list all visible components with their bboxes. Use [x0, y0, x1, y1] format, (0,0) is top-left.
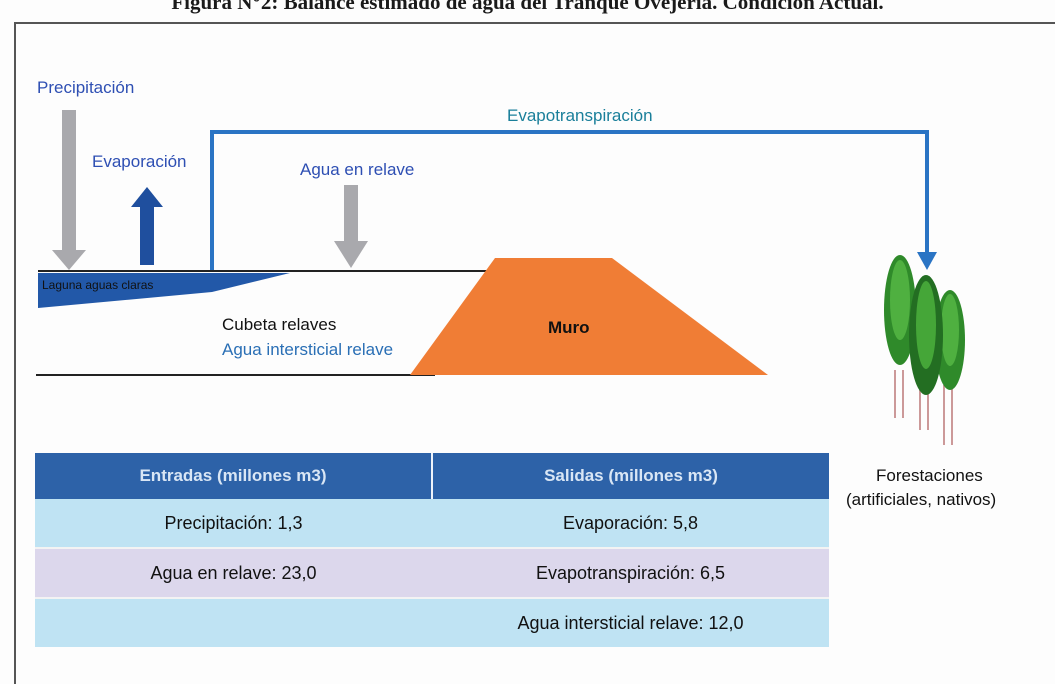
- diagram-graphics: [36, 110, 965, 445]
- figure-frame: [14, 22, 1055, 684]
- balance-table: Entradas (millones m3) Salidas (millones…: [35, 453, 829, 647]
- precipitation-label: Precipitación: [37, 78, 135, 97]
- evapotranspiration-arrow: [210, 130, 937, 270]
- table-row: Agua en relave: 23,0 Evapotranspiración:…: [35, 547, 829, 598]
- cubeta-label: Cubeta relaves: [222, 315, 337, 334]
- table-header-salidas: Salidas (millones m3): [432, 453, 829, 499]
- table-row: Precipitación: 1,3 Evaporación: 5,8: [35, 499, 829, 548]
- forestaciones-sub-label: (artificiales, nativos): [846, 490, 997, 509]
- table-cell: Evapotranspiración: 6,5: [432, 547, 829, 598]
- table-header-entradas: Entradas (millones m3): [35, 453, 433, 499]
- evaporation-arrow: [131, 187, 163, 265]
- figure-caption: Figura N°2: Balance estimado de agua del…: [171, 0, 884, 14]
- table-cell: Agua intersticial relave: 12,0: [432, 597, 829, 647]
- agua-relave-label: Agua en relave: [300, 160, 415, 179]
- muro-shape: [410, 258, 768, 375]
- laguna-label: Laguna aguas claras: [42, 278, 154, 292]
- forestaciones-label: Forestaciones: [876, 466, 983, 485]
- table-row: Agua intersticial relave: 12,0: [35, 597, 829, 647]
- laguna-shape: [38, 273, 290, 308]
- agua-relave-arrow: [334, 185, 368, 268]
- muro-label: Muro: [548, 318, 590, 337]
- forest-icon: [884, 255, 965, 445]
- table-cell: Evaporación: 5,8: [432, 499, 829, 548]
- table-cell: [35, 597, 432, 647]
- table-cell: Precipitación: 1,3: [35, 499, 432, 548]
- table-header-row: Entradas (millones m3) Salidas (millones…: [35, 453, 829, 499]
- table-cell: Agua en relave: 23,0: [35, 547, 432, 598]
- agua-intersticial-label: Agua intersticial relave: [222, 340, 394, 359]
- evaporation-label: Evaporación: [92, 152, 187, 171]
- precipitation-arrow: [52, 110, 86, 270]
- evapotranspiration-label: Evapotranspiración: [507, 106, 653, 125]
